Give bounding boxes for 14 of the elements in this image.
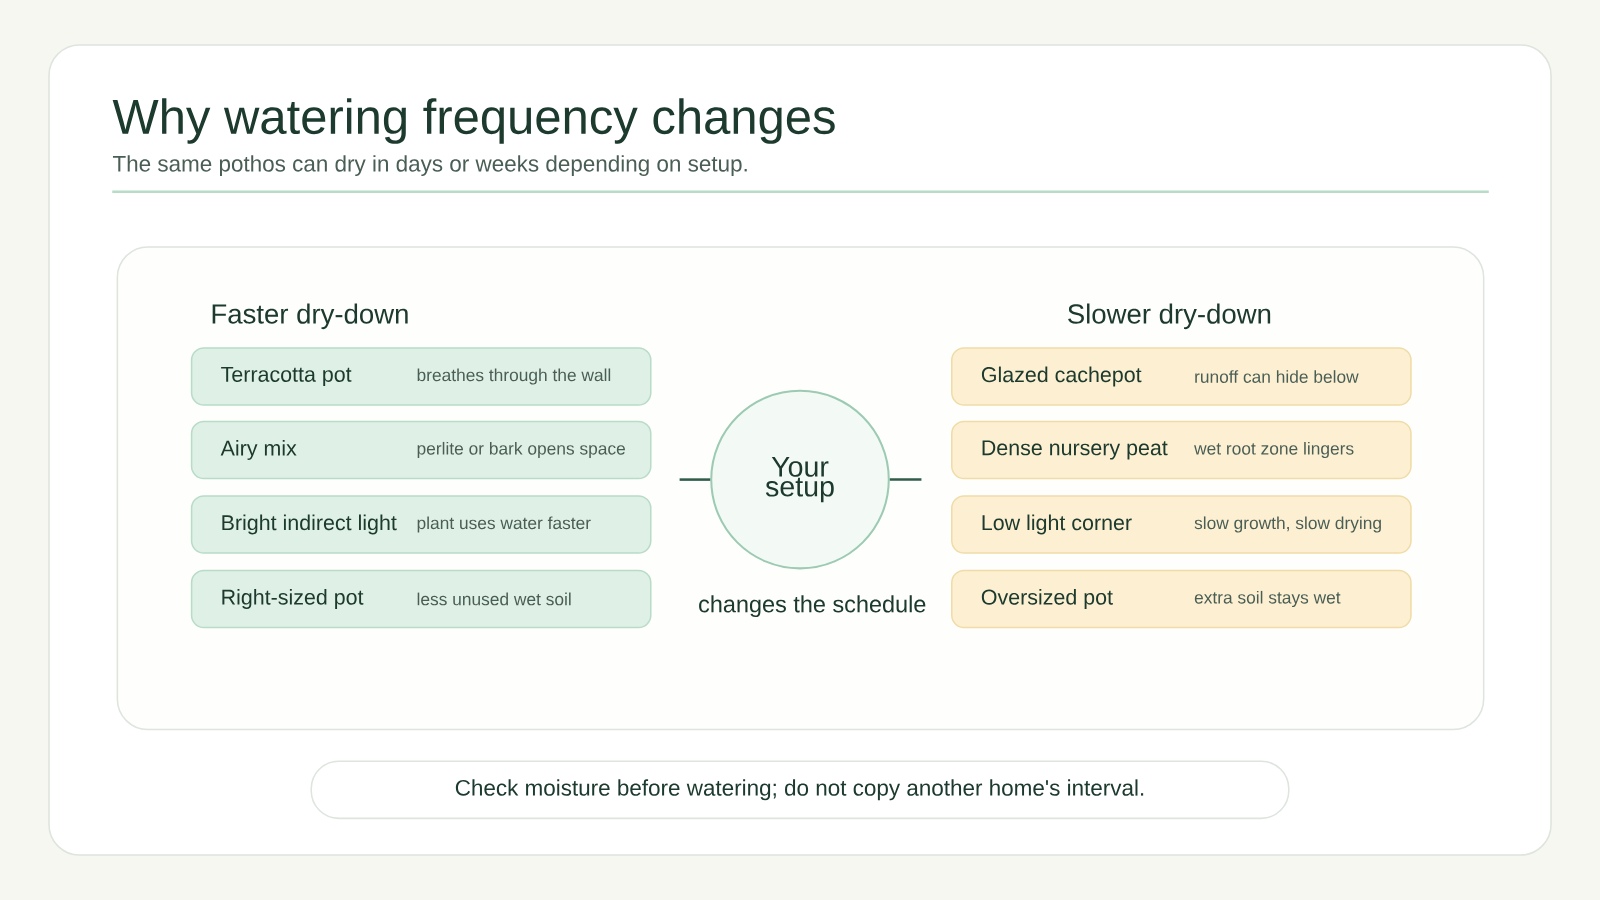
factor-box: Bright indirect light plant uses water faster	[190, 495, 652, 554]
title: Why watering frequency changes	[112, 98, 835, 144]
factor-box: Airy mix perlite or bark opens space	[190, 420, 652, 480]
node-label: changes the schedule	[699, 595, 926, 618]
factor-box: Oversized pot extra soil stays wet	[951, 569, 1412, 629]
factor-box: Dense nursery peat wet root zone lingers	[951, 420, 1412, 480]
factor-box: Low light corner slow growth, slow drying	[951, 495, 1412, 554]
connector-line	[889, 478, 922, 481]
connector-line	[679, 478, 711, 481]
note-pill: Check moisture before watering; do not copy another home's interval.	[310, 760, 1290, 820]
factor-box: Terracotta pot breathes through the wall	[190, 347, 652, 406]
subtitle: The same pothos can dry in days or weeks depending on setup.	[112, 155, 747, 177]
factor-box: Glazed cachepot runoff can hide below	[951, 347, 1412, 406]
factor-box: Right-sized pot less unused wet soil	[190, 569, 652, 629]
